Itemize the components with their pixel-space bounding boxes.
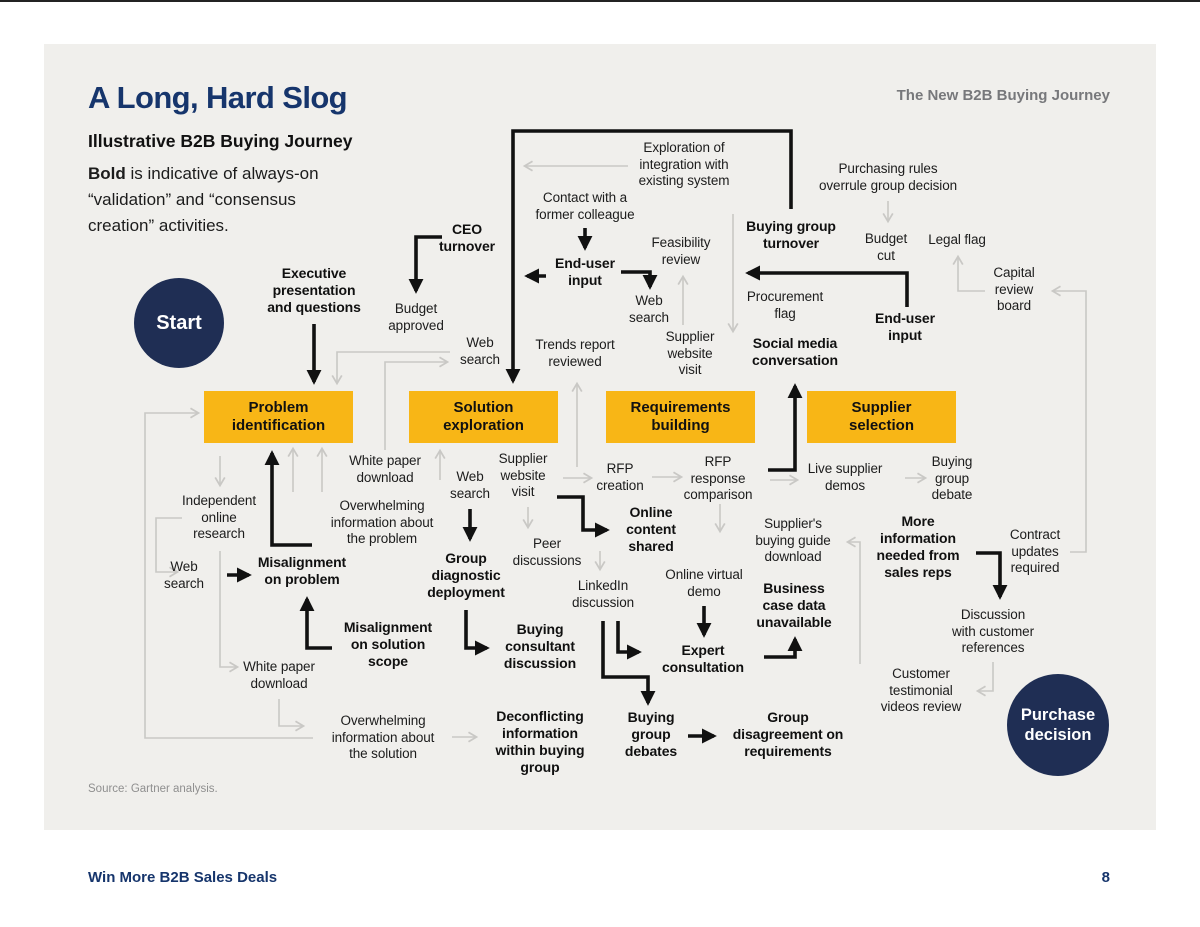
node-expert-consultation: Expert consultation — [661, 642, 745, 675]
node-procurement-flag: Procurement flag — [746, 289, 824, 321]
node-buying-group-turnover: Buying group turnover — [746, 218, 836, 251]
start-node: Start — [134, 278, 224, 368]
node-budget-cut: Budget cut — [864, 231, 908, 263]
diagram-subtitle: Illustrative B2B Buying Journey — [88, 131, 353, 151]
node-deconflicting-information: Deconflicting information within buying … — [495, 708, 585, 775]
node-legal-flag: Legal flag — [928, 232, 986, 247]
legend-bold-word: Bold — [88, 164, 126, 183]
node-purchasing-rules: Purchasing rules overrule group decision — [818, 161, 958, 193]
purchase-decision-node: Purchase decision — [1007, 674, 1109, 776]
node-overwhelming-info-problem: Overwhelming information about the probl… — [330, 498, 434, 546]
page-title: A Long, Hard Slog — [88, 80, 348, 115]
node-group-diagnostic: Group diagnostic deployment — [427, 550, 505, 600]
node-buying-group-debates: Buying group debates — [624, 709, 678, 759]
node-discussion-customer-references: Discussion with customer references — [952, 607, 1034, 655]
node-rfp-creation: RFP creation — [596, 461, 644, 493]
node-suppliers-buying-guide: Supplier's buying guide download — [755, 516, 831, 564]
node-rfp-response-comparison: RFP response comparison — [683, 454, 753, 502]
node-web-search-c: Web search — [450, 469, 490, 501]
node-misalignment-on-problem: Misalignment on problem — [257, 554, 347, 587]
node-contact-colleague: Contact with a former colleague — [535, 190, 635, 222]
node-supplier-website-visit-2: Supplier website visit — [498, 451, 548, 499]
node-overwhelming-info-solution: Overwhelming information about the solut… — [331, 713, 435, 761]
node-ceo-turnover: CEO turnover — [439, 221, 495, 254]
stage-supplier-selection: Supplier selection — [807, 391, 956, 443]
node-business-case-unavailable: Business case data unavailable — [756, 580, 832, 630]
source-note: Source: Gartner analysis. — [88, 783, 218, 795]
node-group-disagreement: Group disagreement on requirements — [732, 709, 844, 759]
node-social-media-conversation: Social media conversation — [752, 335, 838, 368]
top-border-line — [0, 0, 1200, 2]
node-web-search-d: Web search — [164, 559, 204, 591]
stage-problem-identification: Problem identification — [204, 391, 353, 443]
page-number: 8 — [1101, 869, 1110, 886]
node-independent-online-research: Independent online research — [182, 493, 256, 541]
node-live-supplier-demos: Live supplier demos — [807, 461, 883, 493]
stage-requirements-building: Requirements building — [606, 391, 755, 443]
node-exploration-integration: Exploration of integration with existing… — [638, 140, 730, 188]
node-web-search-b: Web search — [460, 335, 500, 367]
stage-solution-exploration: Solution exploration — [409, 391, 558, 443]
node-peer-discussions: Peer discussions — [512, 536, 582, 568]
node-budget-approved: Budget approved — [388, 301, 444, 333]
node-buying-group-debate: Buying group debate — [931, 454, 973, 502]
node-white-paper-download-2: White paper download — [243, 659, 315, 691]
node-end-user-input-1: End-user input — [555, 255, 615, 288]
node-supplier-website-visit-1: Supplier website visit — [665, 329, 715, 377]
node-online-virtual-demo: Online virtual demo — [665, 567, 743, 599]
node-executive-presentation: Executive presentation and questions — [267, 265, 361, 315]
node-misalignment-solution-scope: Misalignment on solution scope — [343, 619, 433, 669]
legend-rest: is indicative of always-on “validation” … — [88, 164, 319, 235]
node-contract-updates: Contract updates required — [1009, 527, 1061, 575]
legend-text: Bold is indicative of always-on “validat… — [88, 161, 326, 239]
node-trends-report: Trends report reviewed — [535, 337, 615, 369]
node-online-content-shared: Online content shared — [626, 504, 676, 554]
node-more-information-sales-reps: More information needed from sales reps — [876, 513, 960, 580]
footer-title: Win More B2B Sales Deals — [88, 869, 278, 886]
node-end-user-input-2: End-user input — [875, 310, 935, 343]
node-web-search-a: Web search — [629, 293, 669, 325]
node-capital-review-board: Capital review board — [993, 265, 1035, 313]
node-linkedin-discussion: LinkedIn discussion — [571, 578, 635, 610]
node-buying-consultant-discussion: Buying consultant discussion — [503, 621, 577, 671]
node-feasibility-review: Feasibility review — [651, 235, 711, 267]
corner-label: The New B2B Buying Journey — [896, 87, 1110, 104]
node-customer-testimonial: Customer testimonial videos review — [880, 666, 962, 714]
node-white-paper-download-1: White paper download — [349, 453, 421, 485]
